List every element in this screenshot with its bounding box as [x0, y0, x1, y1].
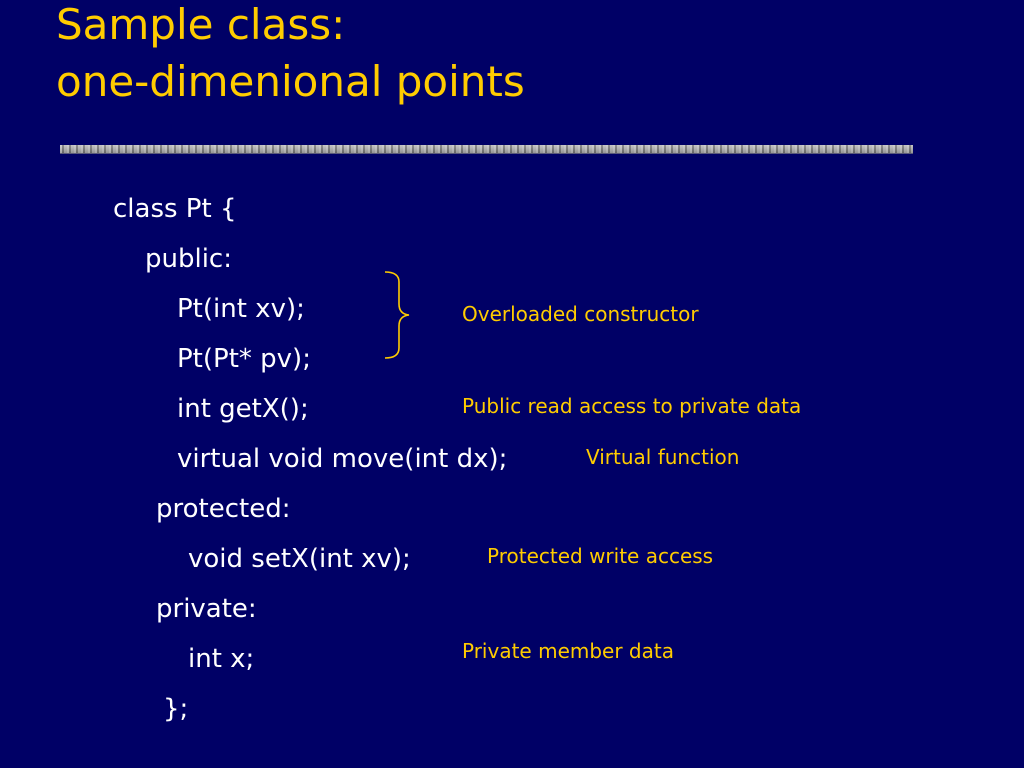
code-line-private: private:: [156, 594, 257, 624]
code-line-protected: protected:: [156, 494, 291, 524]
note-protected-write-access: Protected write access: [487, 544, 714, 568]
code-line-getx: int getX();: [177, 394, 309, 424]
code-line-close: };: [163, 694, 189, 724]
note-virtual-function: Virtual function: [586, 445, 740, 469]
title-divider: [60, 145, 913, 153]
note-public-read-access: Public read access to private data: [462, 394, 802, 418]
code-line-move: virtual void move(int dx);: [177, 444, 508, 474]
slide-title: Sample class: one-dimenional points: [56, 0, 525, 110]
code-line-class: class Pt {: [113, 194, 237, 224]
code-line-setx: void setX(int xv);: [188, 544, 411, 574]
code-line-public: public:: [145, 244, 232, 274]
code-line-ctor-int: Pt(int xv);: [177, 294, 305, 324]
note-private-member-data: Private member data: [462, 639, 674, 663]
title-line-1: Sample class:: [56, 0, 346, 49]
code-line-int-x: int x;: [188, 644, 255, 674]
code-line-ctor-pt: Pt(Pt* pv);: [177, 344, 311, 374]
note-overloaded-constructor: Overloaded constructor: [462, 302, 699, 326]
constructor-brace-icon: [384, 271, 410, 359]
title-line-2: one-dimenional points: [56, 57, 525, 106]
